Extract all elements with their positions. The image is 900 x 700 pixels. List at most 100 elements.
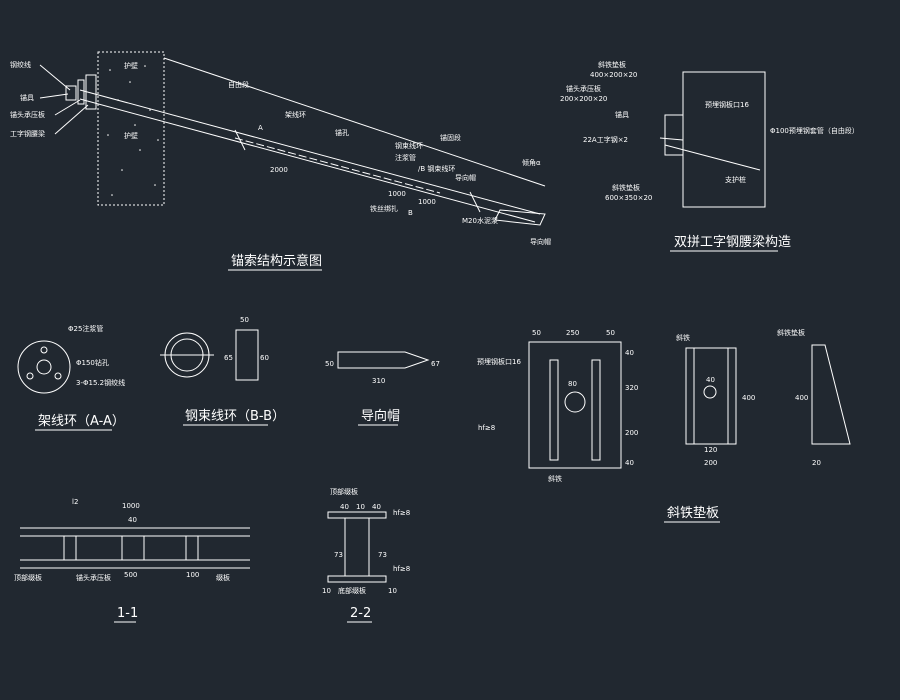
label-grout-pipe: 注浆管 [395, 153, 416, 162]
wall-label-top: 护壁 [124, 61, 138, 70]
label-i-beam: 工字钢腰梁 [10, 129, 45, 138]
dim-1000-a: 1000 [388, 190, 406, 198]
label-bearing-plate: 锚头承压板 [10, 110, 45, 119]
s22-40a: 40 [340, 503, 349, 511]
label-anchorage: 锚固段 [440, 133, 461, 142]
pad-side-label: 斜铁 [676, 333, 690, 342]
pad-top-b: 250 [566, 329, 579, 337]
dim-bundle-h2: 60 [260, 354, 269, 362]
strand-dashed [234, 137, 441, 194]
s22-10c: 10 [388, 587, 397, 595]
break-mark-right [469, 191, 481, 213]
s11-mid: 锚头承压板 [76, 573, 111, 582]
label-free-section: 自由段 [228, 80, 249, 89]
bore-line-top [79, 89, 541, 215]
s22-top-plate [327, 511, 387, 519]
dim-guide-d1: 50 [325, 360, 334, 368]
dim-1000-b: 1000 [418, 198, 436, 206]
s11-40: 40 [128, 516, 137, 524]
label-pad2-size: 600×350×20 [605, 194, 652, 202]
label-b-bundle-ring: /B 钢束线环 [418, 164, 455, 173]
wall-hatch [107, 65, 159, 196]
pad-side-120: 120 [704, 446, 717, 454]
pad-hole [564, 391, 586, 413]
pad-center: 80 [568, 380, 577, 388]
wedge-pad-diagram: 50 250 50 预埋钢板口16 hf≥8 40 320 200 40 80 … [477, 328, 851, 523]
pad-r4: 40 [625, 459, 634, 467]
title-frame-ring: 架线环（A-A） [38, 414, 125, 429]
title-bundle-ring: 钢束线环（B-B） [185, 409, 285, 424]
label-frame-ring: 架线环 [285, 110, 306, 119]
s11-500: 500 [124, 571, 137, 579]
label-strand-3: 3-Φ15.2钢绞线 [76, 378, 125, 387]
pad-slot-right [591, 359, 601, 461]
pad-top-a: 50 [532, 329, 541, 337]
s22-10: 10 [356, 503, 365, 511]
s11-right: 缀板 [216, 573, 230, 582]
support-pile [682, 71, 766, 208]
double-beam-diagram: 斜铁垫板 400×200×20 锚头承压板 200×200×20 锚具 预埋钢板… [560, 60, 859, 252]
wall-label-bottom: 护壁 [124, 131, 138, 140]
s11-1000: 1000 [122, 502, 140, 510]
pad-side-400: 400 [742, 394, 755, 402]
mark-b: B [408, 209, 413, 217]
title-double-beam: 双拼工字钢腰梁构造 [674, 235, 791, 250]
i-beam-block [85, 74, 97, 110]
dim-bundle-w: 50 [240, 316, 249, 324]
s22-bottom: 底部缀板 [338, 586, 366, 595]
beam-block [664, 114, 684, 156]
s11-ls: l2 [72, 498, 78, 506]
anchor-structure-diagram: 护壁 护壁 钢绞线 锚具 锚头承压板 工字钢腰梁 自由段 架线环 锚孔 锚固段 … [10, 51, 551, 271]
pad-wedge: 斜铁 [548, 474, 562, 483]
bundle-ring-side [235, 329, 259, 381]
s22-weld1: hf≥8 [393, 509, 410, 517]
pad-top-c: 50 [606, 329, 615, 337]
pad-right-label: 斜铁垫板 [777, 328, 805, 337]
pad-side-40: 40 [706, 376, 715, 384]
title-wedge-pad: 斜铁垫板 [667, 505, 719, 521]
break-mark-left [234, 129, 246, 151]
label-anchor-tool: 锚具 [20, 93, 34, 102]
title-section-2-2: 2-2 [350, 606, 371, 621]
section-1-1-diagram: l2 1000 40 500 100 顶部缀板 锚头承压板 缀板 1-1 [14, 498, 250, 623]
frame-ring-outer [17, 340, 71, 394]
pad-r3: 200 [625, 429, 638, 437]
s22-73b: 73 [378, 551, 387, 559]
label-steel-strand: 钢绞线 [10, 60, 31, 69]
mark-a: A [258, 124, 263, 132]
pad-right-400: 400 [795, 394, 808, 402]
label-pad: 斜铁垫板 [598, 60, 626, 69]
s11-plate-3 [185, 535, 199, 561]
pad-wedge-profile [811, 344, 851, 445]
guide-cap-profile [337, 351, 430, 369]
bundle-ring-diagram: 50 65 60 钢束线环（B-B） [160, 316, 285, 426]
label-angle: 倾角α [522, 158, 541, 167]
s11-plate-2 [121, 535, 145, 561]
label-grout-pipe-25: Φ25注浆管 [68, 324, 103, 333]
s22-top: 顶部缀板 [330, 487, 358, 496]
label-bore: 锚孔 [335, 128, 349, 137]
title-guide-cap: 导向帽 [361, 408, 400, 424]
s22-weld2: hf≥8 [393, 565, 410, 573]
guide-cap-shape [494, 209, 546, 226]
dim-guide-len: 310 [372, 377, 385, 385]
label-m20: M20水泥浆 [462, 216, 498, 225]
free-section-line [163, 57, 546, 187]
label-anchor: 锚具 [615, 110, 629, 119]
pad-r2: 320 [625, 384, 638, 392]
s22-73a: 73 [334, 551, 343, 559]
pad-r1: 40 [625, 349, 634, 357]
label-guide-cap-top: 导向帽 [455, 173, 476, 182]
bore-line-bottom [79, 98, 536, 223]
retaining-wall [97, 51, 165, 206]
pad-weld: hf≥8 [478, 424, 495, 432]
bearing-plate [77, 79, 85, 105]
anchor-head [65, 85, 77, 101]
pad-side-view [685, 347, 737, 445]
pad-plate [528, 341, 622, 469]
section-2-2-diagram: 顶部缀板 40 10 40 hf≥8 73 73 hf≥8 底部缀板 10 10… [322, 487, 410, 623]
dim-guide-d2: 67 [431, 360, 440, 368]
label-bore-150: Φ150钻孔 [76, 358, 109, 367]
sleeve-line [664, 144, 761, 171]
